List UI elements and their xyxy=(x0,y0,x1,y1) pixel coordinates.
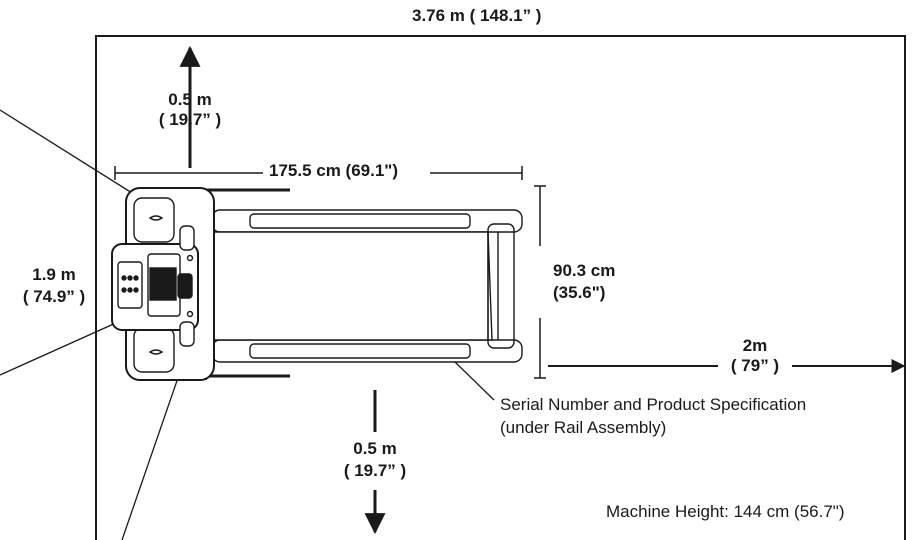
leader-lines xyxy=(0,109,495,540)
machine-length-label: 175.5 cm (69.1") xyxy=(269,161,399,180)
machine-width-label: 90.3 cm (35.6") xyxy=(553,260,615,304)
rear-clearance-imperial: ( 19.7” ) xyxy=(158,110,222,129)
serial-note-line1: Serial Number and Product Specification xyxy=(500,395,807,414)
front-clearance-label: 2m ( 79” ) xyxy=(712,336,798,376)
treadmill-top-view xyxy=(111,187,523,381)
machine-width-imperial: (35.6") xyxy=(553,283,606,302)
side-clearance-imperial: ( 19.7” ) xyxy=(343,461,407,480)
side-clearance-value: 0.5 m xyxy=(353,439,397,458)
machine-length-dimension xyxy=(114,166,523,180)
front-clearance-value: 2m xyxy=(742,336,768,355)
machine-height-note: Machine Height: 144 cm (56.7") xyxy=(606,502,845,521)
serial-note-line2: (under Rail Assembly) xyxy=(500,418,667,437)
room-boundary xyxy=(95,35,906,540)
room-depth-value: 1.9 m xyxy=(32,265,76,284)
side-clearance-label: 0.5 m ( 19.7” ) xyxy=(325,438,425,482)
serial-number-note: Serial Number and Product Specification … xyxy=(500,393,806,439)
rear-clearance-value: 0.5 m xyxy=(168,90,212,109)
room-depth-label: 1.9 m ( 74.9” ) xyxy=(8,264,100,308)
machine-width-value: 90.3 cm xyxy=(553,261,616,280)
machine-width-dimension xyxy=(534,185,546,379)
rear-clearance-label: 0.5 m ( 19.7” ) xyxy=(140,90,240,130)
room-depth-imperial: ( 74.9” ) xyxy=(22,287,86,306)
room-width-label: 3.76 m ( 148.1” ) xyxy=(412,6,542,25)
front-clearance-imperial: ( 79” ) xyxy=(730,356,780,375)
